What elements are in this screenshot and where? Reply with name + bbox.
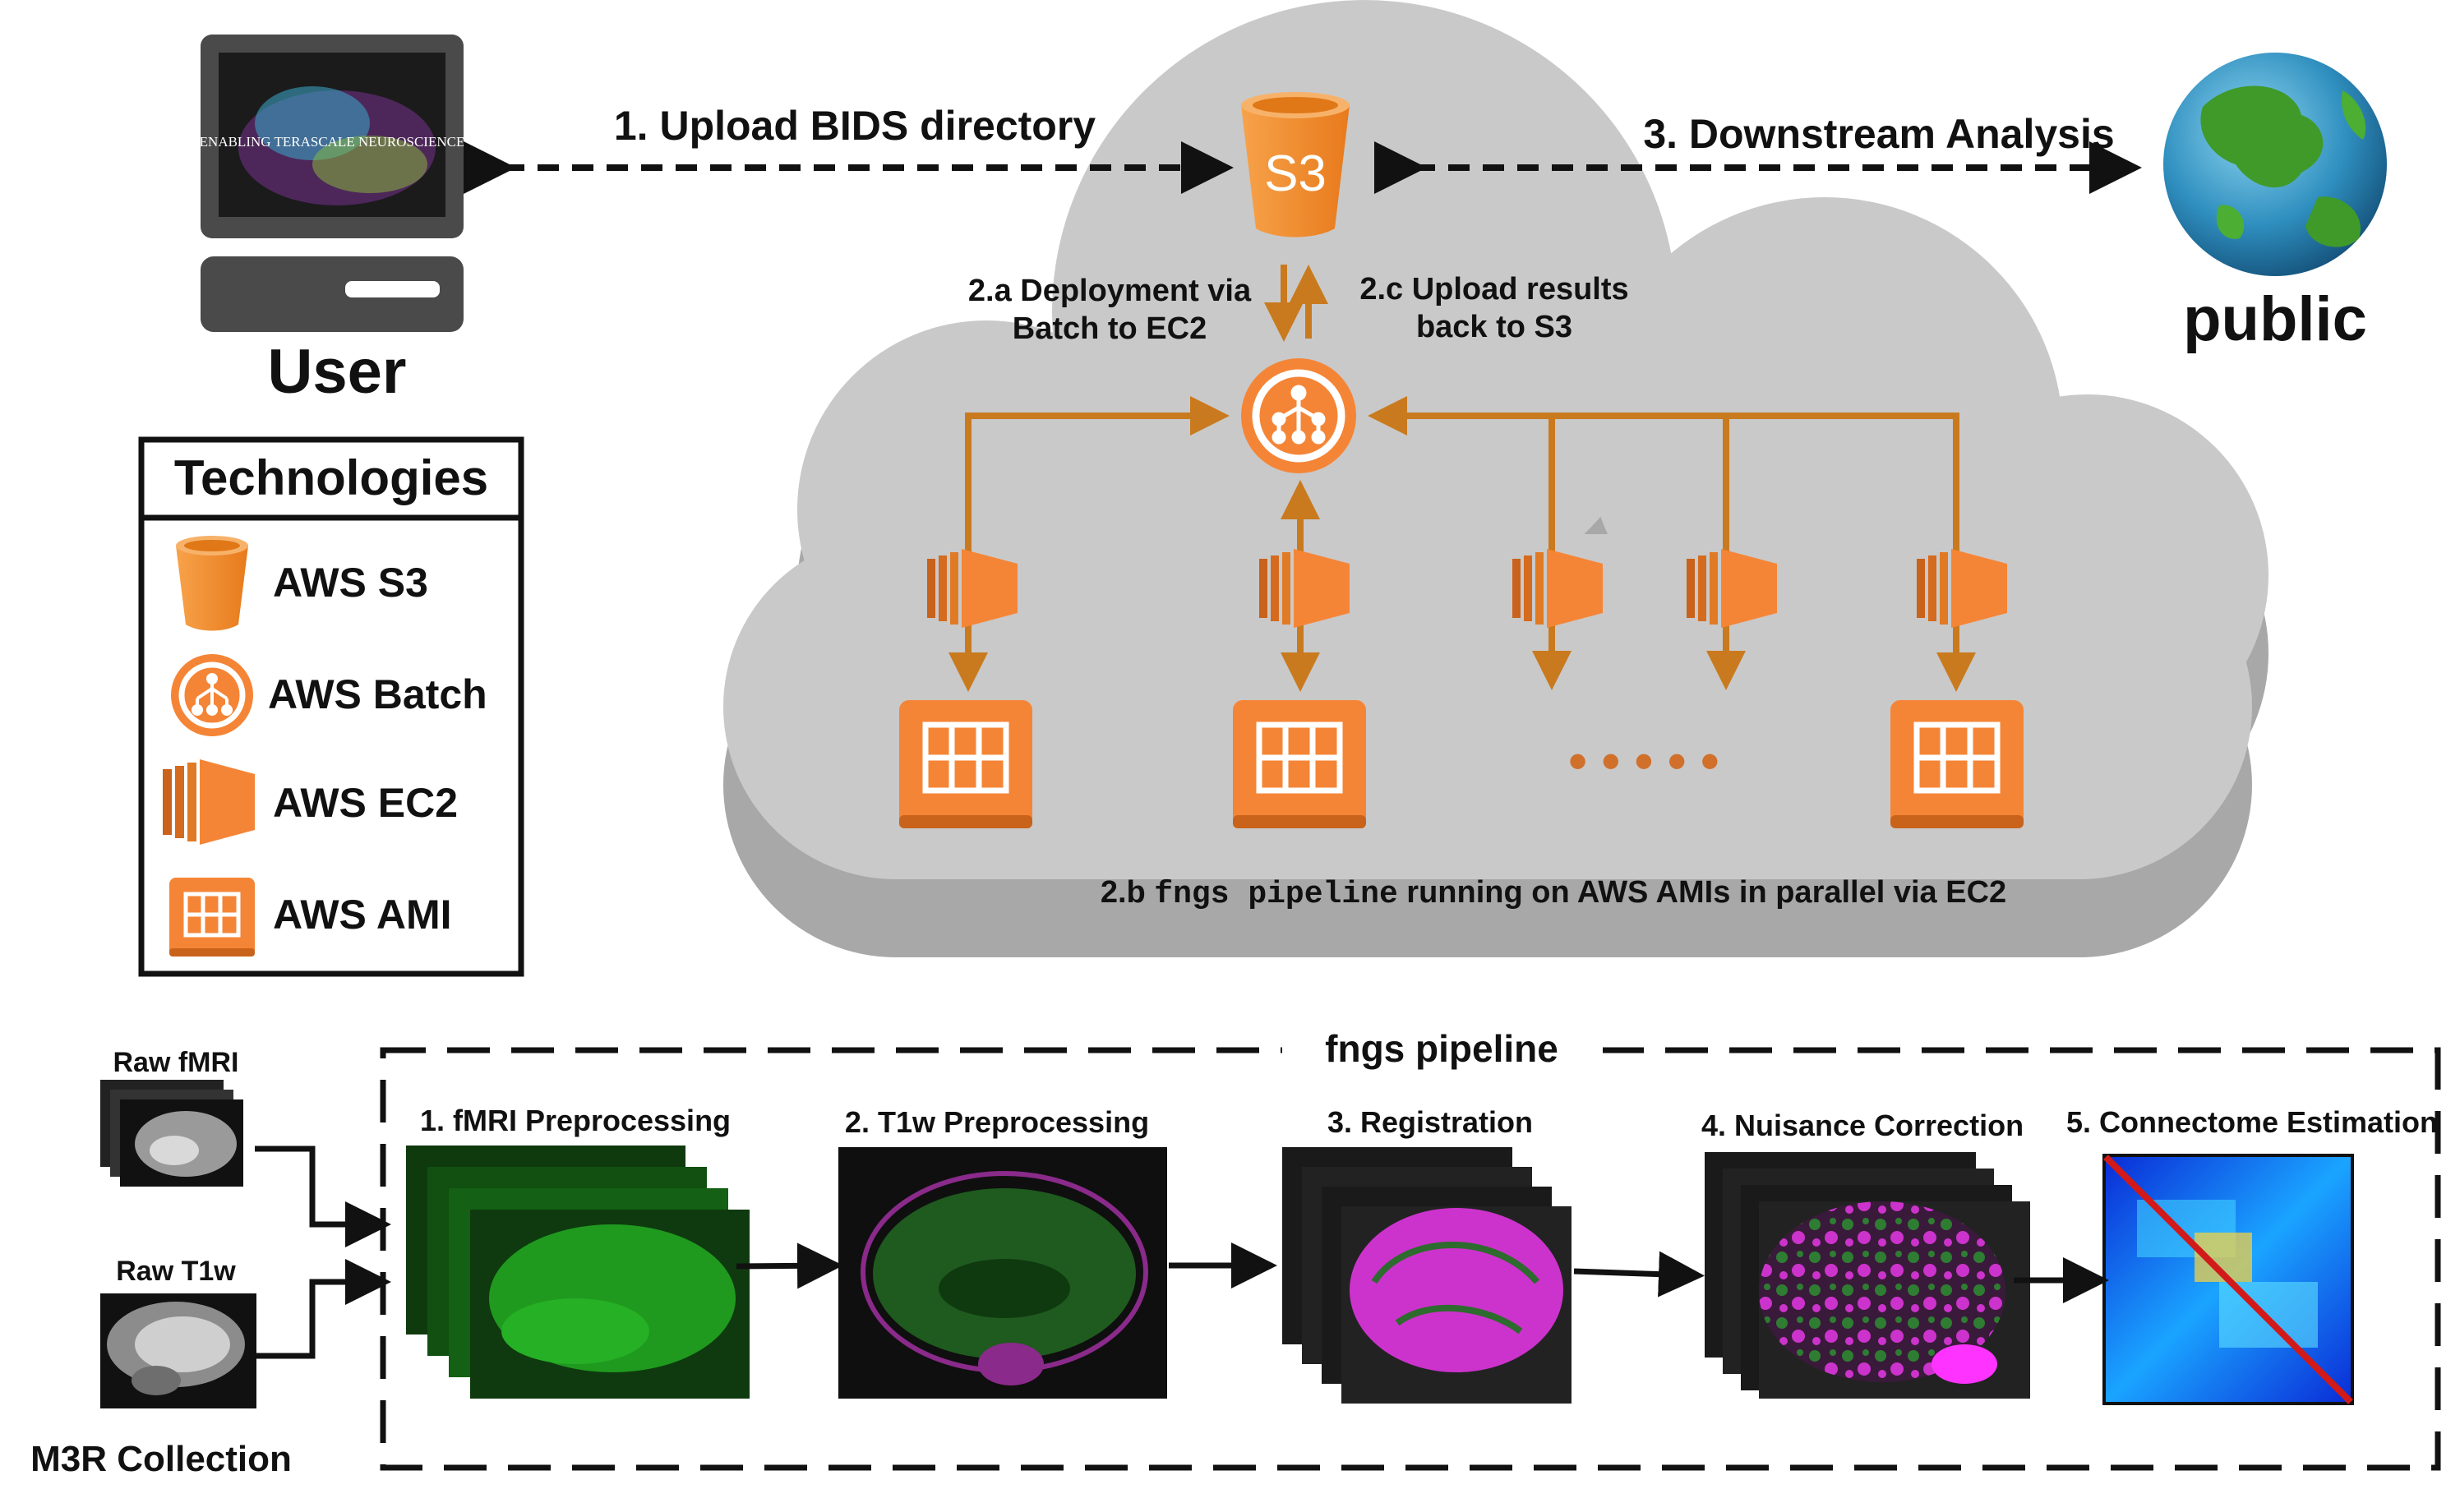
legend-batch-icon xyxy=(171,654,253,736)
ami-icon-2 xyxy=(1233,700,1366,828)
ami-icon-3 xyxy=(1890,700,2024,828)
legend-item-ec2: AWS EC2 xyxy=(273,780,458,826)
user-computer-icon: ENABLING TERASCALE NEUROSCIENCE xyxy=(200,35,465,332)
input-arrows xyxy=(255,1146,391,1359)
pipeline-arrows xyxy=(736,1242,2109,1303)
deploy-label-line1: 2.a Deployment via xyxy=(968,274,1252,308)
nuisance-correction-image xyxy=(1705,1152,2030,1399)
legend-ec2-icon xyxy=(163,759,255,845)
downstream-label: 3. Downstream Analysis xyxy=(1643,111,2114,157)
globe-icon xyxy=(2163,53,2387,276)
deploy-label-line2: Batch to EC2 xyxy=(1013,311,1207,346)
ec2-instance-icon-2 xyxy=(1259,549,1350,628)
stage-label-4: 4. Nuisance Correction xyxy=(1701,1109,2024,1142)
ec2-instance-icon-4 xyxy=(1687,549,1777,628)
screen-text: ENABLING TERASCALE NEUROSCIENCE xyxy=(200,134,465,150)
fmri-preprocessing-image xyxy=(406,1146,750,1399)
user-label: User xyxy=(268,337,407,407)
raw-fmri-thumbnail xyxy=(100,1080,243,1187)
stage-label-5: 5. Connectome Estimation xyxy=(2066,1105,2438,1139)
legend-item-s3: AWS S3 xyxy=(273,560,428,606)
s3-bucket-icon xyxy=(1241,92,1350,237)
stage-label-1: 1. fMRI Preprocessing xyxy=(420,1104,731,1137)
ec2-instance-icon-5 xyxy=(1917,549,2007,628)
stage-label-3: 3. Registration xyxy=(1327,1105,1533,1139)
raw-t1w-label: Raw T1w xyxy=(116,1256,236,1287)
t1w-preprocessing-image xyxy=(838,1147,1167,1399)
legend-item-batch: AWS Batch xyxy=(268,671,487,717)
parallel-label: 2.b fngs pipeline running on AWS AMIs in… xyxy=(1101,875,2006,912)
registration-image xyxy=(1282,1147,1572,1404)
ec2-instance-icon-3 xyxy=(1512,549,1603,628)
legend-ami-icon xyxy=(169,878,255,957)
raw-t1w-thumbnail xyxy=(100,1293,256,1408)
upload-label: 1. Upload BIDS directory xyxy=(614,103,1096,149)
legend-title: Technologies xyxy=(174,450,488,505)
ami-icon-1 xyxy=(899,700,1032,828)
results-label-line1: 2.c Upload results xyxy=(1359,272,1628,307)
stage-label-2: 2. T1w Preprocessing xyxy=(845,1105,1149,1139)
parallel-ellipsis: • • • • • xyxy=(1568,731,1719,791)
raw-fmri-label: Raw fMRI xyxy=(113,1047,239,1078)
pipeline-title: fngs pipeline xyxy=(1325,1027,1558,1070)
s3-bucket-label: S3 xyxy=(1264,145,1327,202)
legend-item-ami: AWS AMI xyxy=(273,892,452,938)
results-label-line2: back to S3 xyxy=(1416,310,1572,344)
connectome-matrix-image xyxy=(2102,1154,2354,1405)
legend-s3-icon xyxy=(176,536,248,631)
ec2-instance-icon-1 xyxy=(927,549,1018,628)
public-label: public xyxy=(2183,284,2367,354)
batch-hub-icon xyxy=(1241,358,1356,473)
m3r-collection-label: M3R Collection xyxy=(30,1439,292,1479)
